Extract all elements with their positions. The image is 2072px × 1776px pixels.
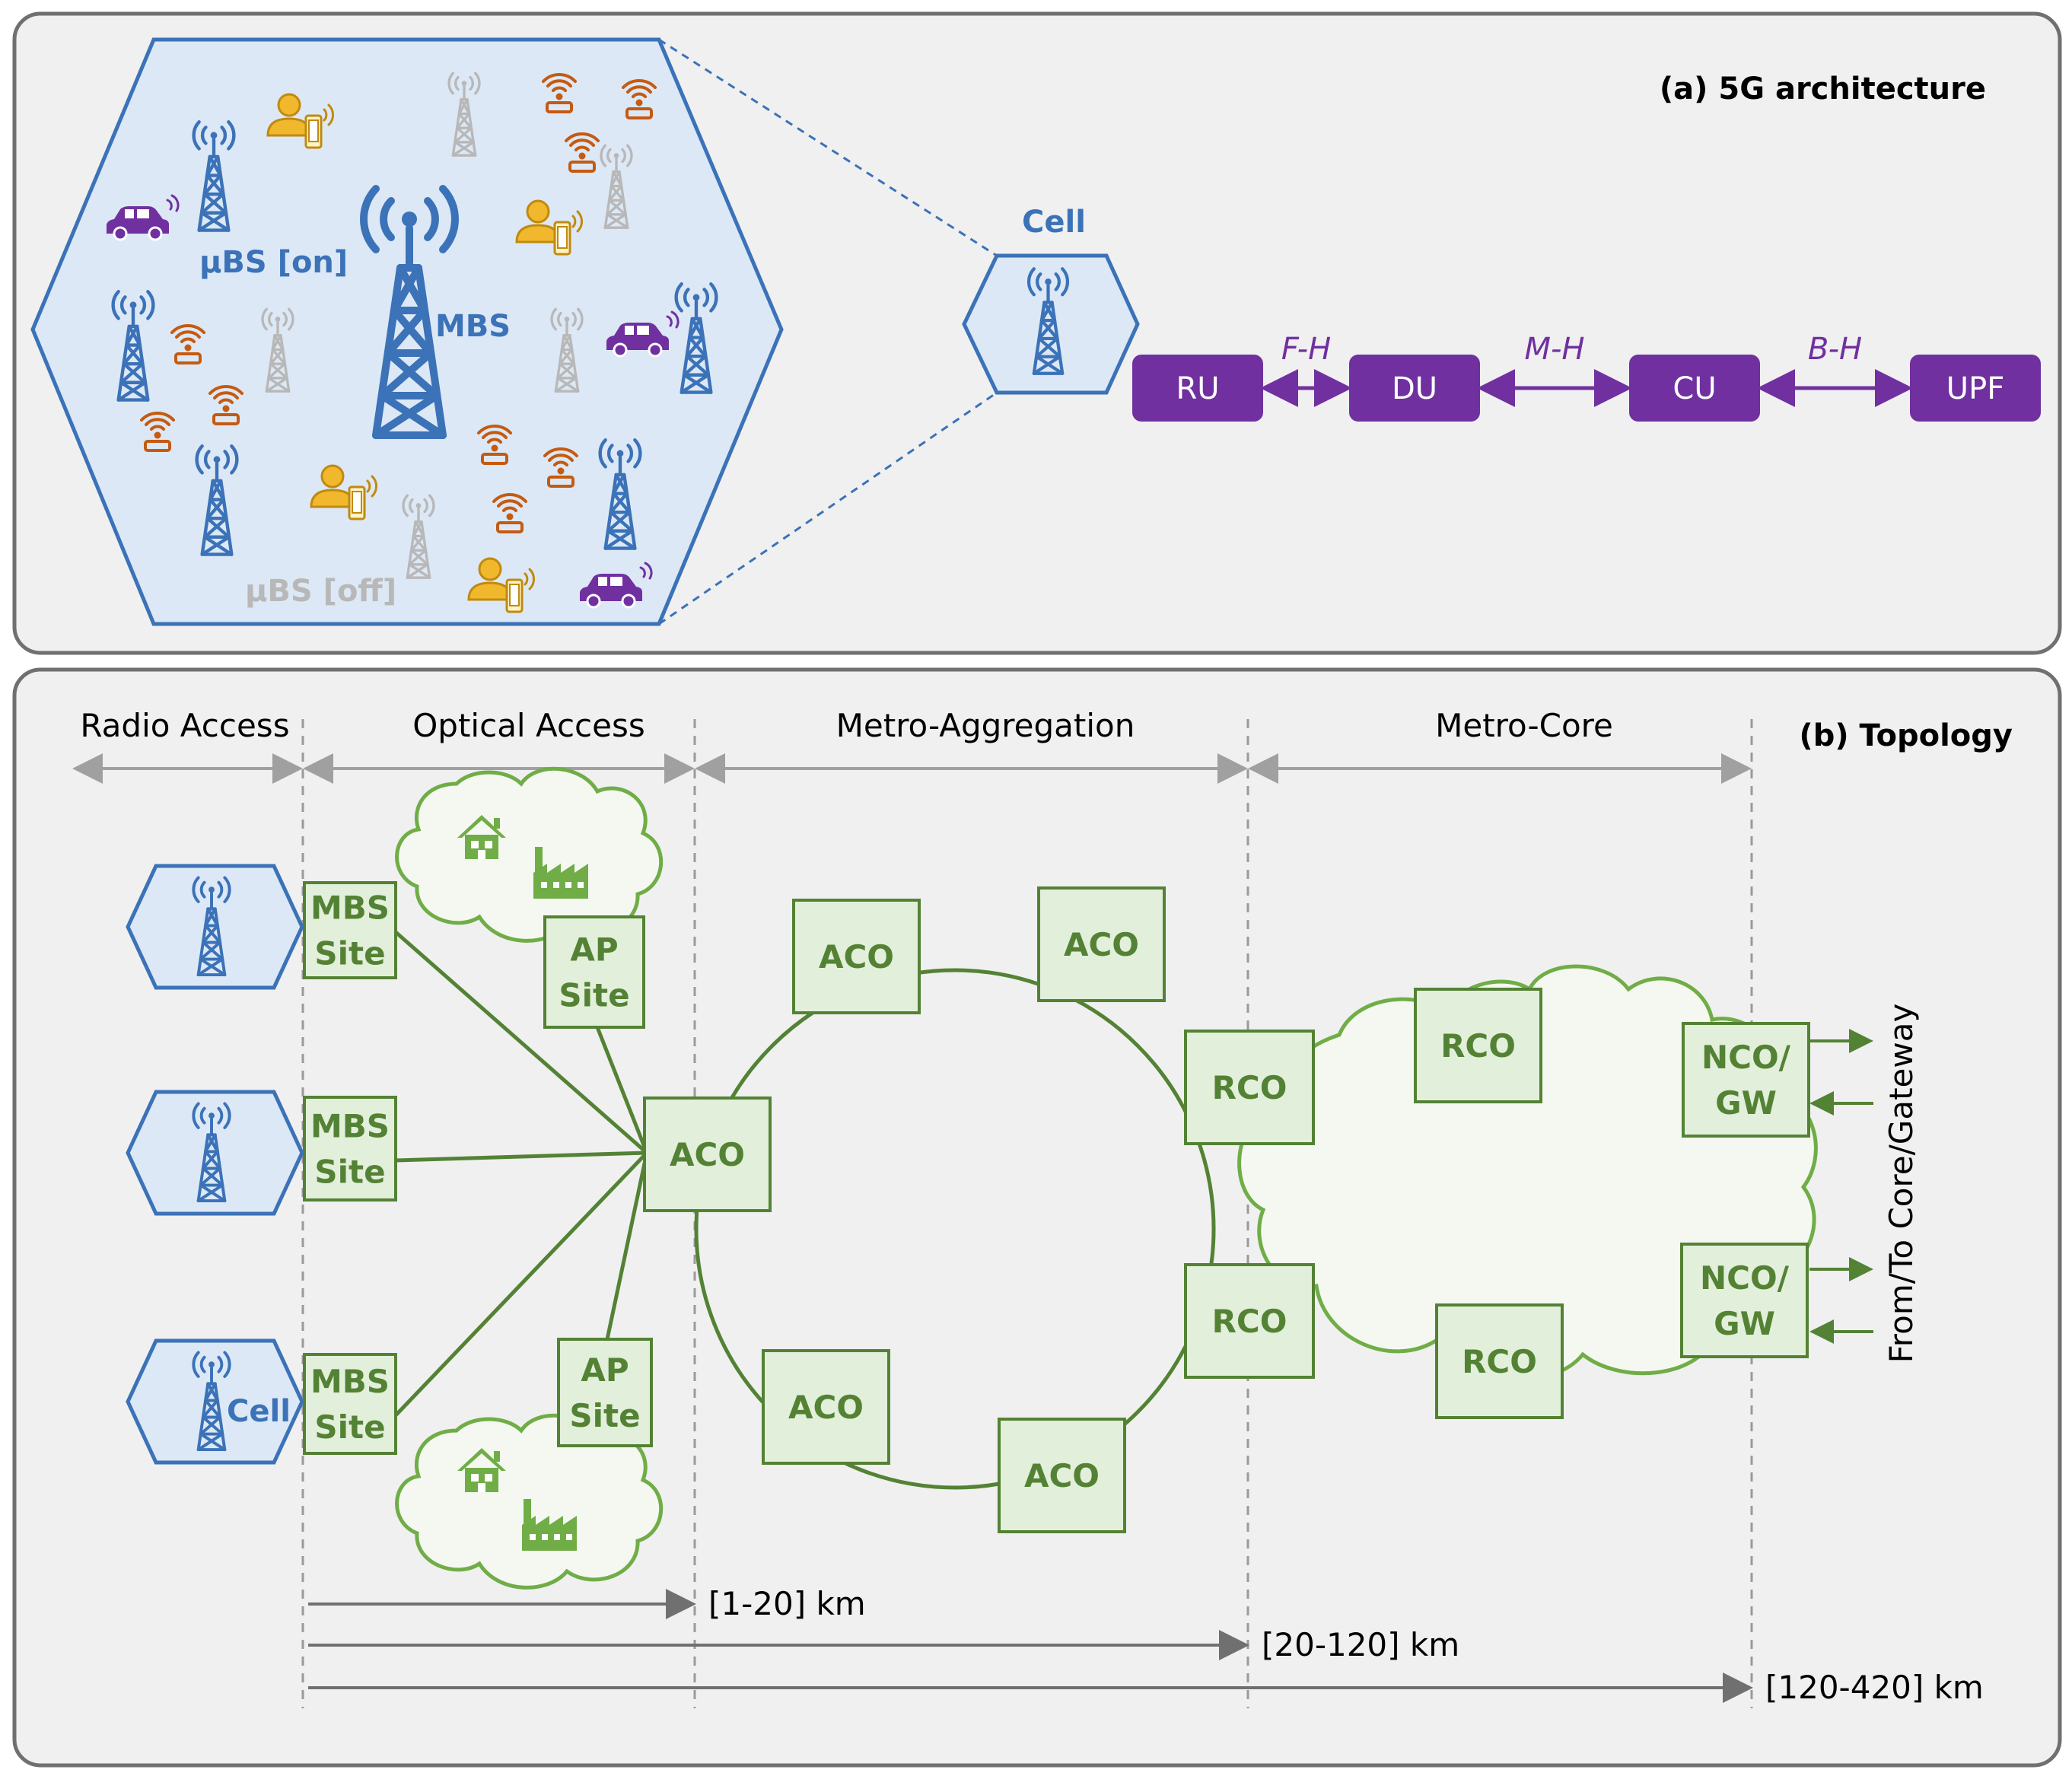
mbs-site-node-label: MBS [310,890,390,927]
aco-node: ACO [643,1096,772,1212]
distance-label: [20-120] km [1262,1626,1459,1663]
rco-node-label: RCO [1212,1303,1287,1340]
nco-gw-node: NCO/GW [1682,1022,1810,1138]
cell-label: Cell [227,1394,291,1429]
rco-node-label: RCO [1462,1343,1537,1380]
aco-node: ACO [762,1349,890,1465]
mbs-label: MBS [435,309,511,344]
mbs-site-node-label: MBS [310,1108,390,1145]
chain-node-label: UPF [1946,371,2004,406]
nco-gw-node-label: GW [1714,1305,1775,1342]
aco-node-label: ACO [819,938,894,976]
ubs-on-label: µBS [on] [199,245,348,280]
ap-site-node: AP Site [557,1338,653,1447]
ap-site-node-label: Site [569,1397,640,1434]
aco-node-label: ACO [788,1389,864,1426]
chain-node-label: CU [1673,371,1716,406]
chain-node-ru: RU [1132,355,1263,422]
chain-node-upf: UPF [1910,355,2041,422]
mbs-site-node-label: MBS [310,1363,390,1400]
aco-node-label: ACO [1064,926,1139,963]
fronthaul-chain: RU DU CU UPF F-H M-H B-H [1132,332,2041,422]
chain-node-du: DU [1349,355,1480,422]
metro-aggregation-ring [694,968,1216,1490]
rco-node: RCO [1414,988,1542,1103]
mbs-site-node-label: Site [314,935,385,972]
ap-site-node-label: AP [581,1351,629,1389]
access-links [394,931,649,1417]
network-segments: Radio Access Optical Access Metro-Aggregat… [72,707,1752,784]
mbs-site-node: MBS Site [303,881,397,979]
mbs-site-node: MBS Site [303,1353,397,1455]
aco-node: ACO [998,1418,1126,1533]
chain-link-label: B-H [1808,332,1862,367]
nco-gw-node-label: NCO/ [1701,1039,1791,1076]
rco-node-label: RCO [1212,1069,1287,1106]
aco-node: ACO [1037,886,1166,1002]
radio-cell: Cell [126,1338,304,1465]
panel-a-title: (a) 5G architecture [1660,72,1986,107]
chain-link-label: F-H [1281,332,1331,367]
ap-site-node-label: Site [559,977,629,1014]
segment-label: Radio Access [80,707,289,744]
distance-label: [120-420] km [1765,1669,1984,1706]
mbs-site-node: MBS Site [303,1096,397,1202]
segment-label: Metro-Aggregation [836,707,1135,744]
nco-gw-node-label: NCO/ [1700,1259,1790,1297]
mbs-site-node-label: Site [314,1154,385,1191]
ap-site-node-label: AP [570,931,618,969]
nco-gw-node-label: GW [1715,1084,1777,1122]
aco-node-label: ACO [1024,1457,1100,1494]
radio-cell [126,864,304,990]
aco-node: ACO [792,899,921,1014]
aco-node-label: ACO [670,1136,745,1173]
gateway-label: From/To Core/Gateway [1883,1004,1920,1364]
segment-label: Optical Access [412,707,645,744]
rco-node: RCO [1435,1303,1564,1419]
distance-scale: [1-20] km [20-120] km [120-420] km [308,1585,1984,1706]
chain-node-label: DU [1392,371,1437,406]
rco-node: RCO [1184,1030,1315,1145]
distance-label: [1-20] km [708,1585,866,1622]
chain-node-cu: CU [1629,355,1760,422]
rco-node: RCO [1184,1263,1315,1379]
zoom-line-top [658,38,998,257]
residential-cloud [395,766,663,943]
mbs-site-node-label: Site [314,1408,385,1446]
gateway-arrows [1809,1029,1873,1344]
chain-node-label: RU [1176,371,1219,406]
rco-node-label: RCO [1440,1027,1516,1065]
segment-label: Metro-Core [1435,707,1613,744]
panel-b-title: (b) Topology [1799,718,2013,753]
cell-label: Cell [1022,205,1086,240]
radio-cell [126,1090,304,1216]
ap-site-node: AP Site [543,915,645,1029]
ubs-off-label: µBS [off] [245,574,396,609]
chain-link-label: M-H [1524,332,1584,367]
nco-gw-node: NCO/GW [1680,1243,1809,1358]
